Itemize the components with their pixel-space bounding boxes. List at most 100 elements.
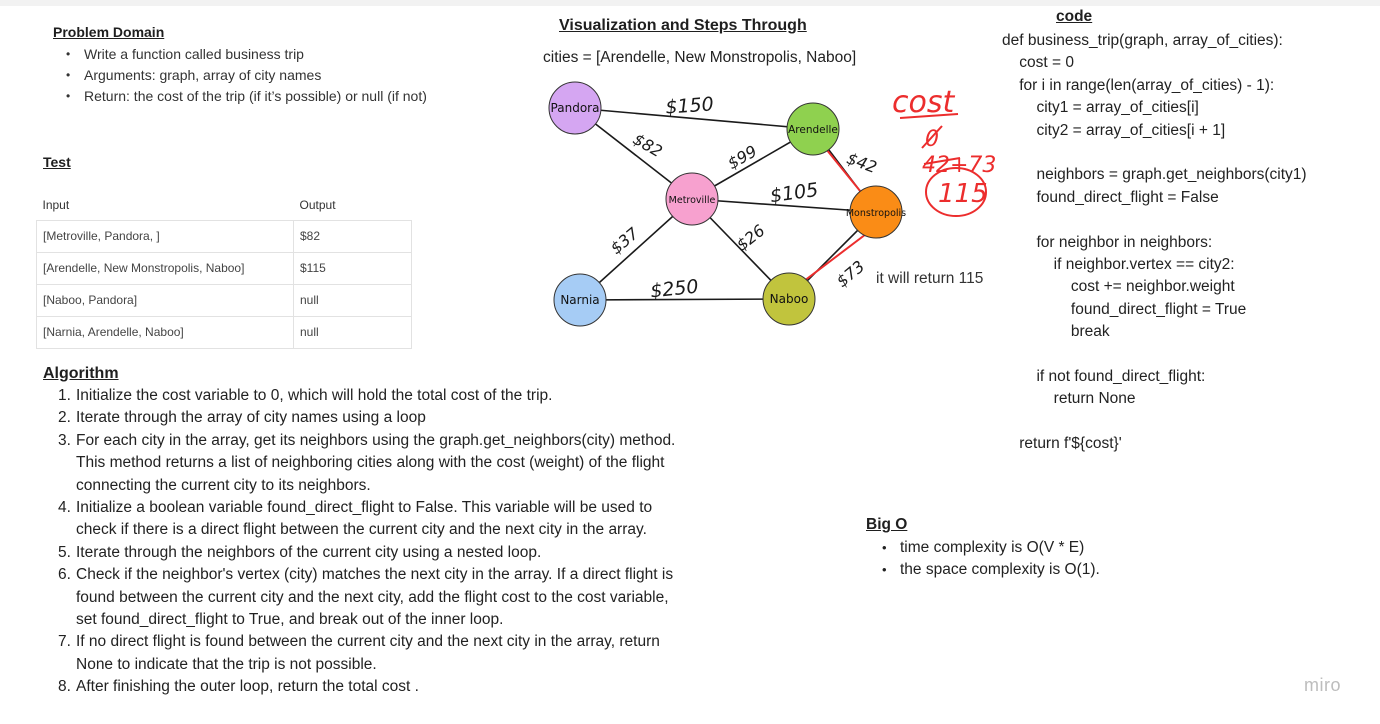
graph-edge-label: $82: [630, 129, 666, 161]
algorithm-steps: 1.Initialize the cost variable to 0, whi…: [58, 385, 678, 699]
graph-node-narnia: Narnia: [553, 273, 607, 327]
test-header-input: Input: [42, 197, 70, 212]
code-line: cost += neighbor.weight: [1002, 278, 1235, 296]
graph-node-circle: [665, 172, 719, 226]
test-table: Input Output [Metroville, Pandora, ] $82…: [36, 190, 412, 349]
code-line: [1002, 209, 1307, 231]
test-output-cell: $115: [293, 251, 412, 285]
problem-domain-item: Return: the cost of the trip (if it’s po…: [66, 86, 436, 107]
test-input-cell: [Metroville, Pandora, ]: [36, 219, 294, 253]
code-line: for i in range(len(array_of_cities) - 1)…: [1002, 76, 1275, 94]
graph-node-label: Monstropolis: [846, 208, 906, 219]
test-output-cell: null: [293, 315, 412, 349]
graph-node-circle: [849, 185, 903, 239]
graph-node-label: Metroville: [669, 195, 716, 206]
miro-logo: miro: [1304, 675, 1341, 695]
code-line: [1002, 343, 1307, 365]
code-block: def business_trip(graph, array_of_cities…: [1002, 30, 1307, 455]
test-title: Test: [43, 154, 71, 170]
table-row: [Narnia, Arendelle, Naboo] null: [36, 315, 412, 349]
algorithm-title: Algorithm: [43, 365, 119, 382]
code-line: found_direct_flight = True: [1002, 300, 1247, 318]
test-output-cell: $82: [293, 219, 412, 253]
city-graph: $150 $82 $99 $42 $105 $37 $26 $250 $73 PandoraAr…: [548, 81, 906, 327]
code-line: city1 = array_of_cities[i]: [1002, 99, 1199, 117]
algorithm-step: 3.For each city in the array, get its ne…: [58, 431, 676, 494]
problem-domain-title: Problem Domain: [53, 24, 165, 40]
annotation-total: 115: [938, 179, 988, 209]
test-output-cell: null: [293, 283, 412, 317]
code-line: if neighbor.vertex == city2:: [1002, 255, 1235, 273]
cities-array-text: cities = [Arendelle, New Monstropolis, N…: [543, 49, 857, 66]
graph-node-circle: [762, 272, 816, 326]
graph-node-pandora: Pandora: [548, 81, 602, 135]
graph-node-arendelle: Arendelle: [786, 102, 840, 156]
algorithm-step: 4.Initialize a boolean variable found_di…: [58, 499, 653, 539]
big-o-title: Big O: [866, 516, 908, 533]
miro-board: Problem Domain Write a function called b…: [0, 6, 1380, 724]
algorithm-step: 8.After finishing the outer loop, return…: [58, 678, 419, 696]
annotation-zero-slash: [921, 125, 943, 149]
graph-edge-label: $99: [724, 141, 760, 173]
graph-edge: [691, 198, 877, 213]
algorithm-step: 6.Check if the neighbor's vertex (city) …: [58, 566, 674, 629]
graph-edge: [579, 298, 790, 301]
test-header-output: Output: [299, 197, 336, 212]
graph-edge-label: $26: [733, 221, 769, 255]
handwritten-cost-annotation: cost 0 42+73 115: [892, 85, 996, 217]
table-row: [Metroville, Pandora, ] $82: [36, 219, 412, 253]
problem-domain-list: Write a function called business trip Ar…: [66, 44, 436, 107]
graph-edge-label: $250: [649, 276, 699, 303]
algorithm-step: 1.Initialize the cost variable to 0, whi…: [58, 387, 553, 404]
annotation-sum: 42+73: [922, 153, 996, 178]
code-line: found_direct_flight = False: [1002, 188, 1219, 206]
code-title: code: [1056, 8, 1093, 25]
graph-node-label: Narnia: [560, 293, 599, 307]
graph-edge-label: $105: [769, 179, 820, 208]
graph-node-metroville: Metroville: [665, 172, 719, 226]
problem-domain-item: Write a function called business trip: [66, 44, 436, 65]
visualization-title: Visualization and Steps Through: [559, 17, 807, 34]
algorithm-step: 7.If no direct flight is found between t…: [58, 633, 660, 673]
algorithm-step: 2.Iterate through the array of city name…: [58, 409, 426, 427]
code-line: cost = 0: [1002, 54, 1074, 72]
annotation-total-circle: [925, 167, 987, 217]
problem-domain-item: Arguments: graph, array of city names: [66, 65, 436, 86]
graph-node-label: Arendelle: [788, 124, 838, 136]
table-row: [Naboo, Pandora] null: [36, 283, 412, 317]
code-line: return f'${cost}': [1002, 435, 1122, 453]
table-row: [Arendelle, New Monstropolis, Naboo] $11…: [36, 251, 412, 285]
graph-edge-label: $150: [665, 93, 715, 118]
big-o-item: the space complexity is O(1).: [882, 559, 1100, 582]
code-line: [1002, 411, 1307, 433]
graph-node-naboo: Naboo: [762, 272, 816, 326]
code-line: neighbors = graph.get_neighbors(city1): [1002, 166, 1307, 184]
graph-edge: [574, 107, 814, 130]
graph-edge-label: $37: [607, 223, 643, 258]
test-input-cell: [Narnia, Arendelle, Naboo]: [36, 315, 294, 349]
graph-node-label: Naboo: [770, 292, 809, 306]
big-o-item: time complexity is O(V * E): [882, 537, 1100, 560]
code-line: city2 = array_of_cities[i + 1]: [1002, 121, 1226, 139]
code-line: for neighbor in neighbors:: [1002, 233, 1213, 251]
test-table-header-row: Input Output: [37, 190, 412, 220]
annotation-sum-strike: [923, 157, 961, 165]
graph-node-circle: [786, 102, 840, 156]
graph-node-circle: [548, 81, 602, 135]
graph-edge-label: $73: [833, 257, 869, 291]
code-line: return None: [1002, 390, 1136, 408]
algorithm-step: 5.Iterate through the neighbors of the c…: [58, 543, 542, 561]
graph-node-monstropolis: Monstropolis: [846, 185, 906, 239]
big-o-list: time complexity is O(V * E) the space co…: [882, 537, 1100, 582]
graph-node-circle: [553, 273, 607, 327]
test-input-cell: [Arendelle, New Monstropolis, Naboo]: [36, 251, 294, 285]
code-line: [1002, 142, 1307, 164]
graph-nodes: PandoraArendelleMetrovilleMonstropolisNa…: [548, 81, 906, 327]
code-line: break: [1002, 323, 1110, 341]
test-input-cell: [Naboo, Pandora]: [36, 283, 294, 317]
graph-edge-label: $42: [844, 149, 879, 177]
code-line: def business_trip(graph, array_of_cities…: [1002, 32, 1283, 49]
graph-node-label: Pandora: [551, 101, 600, 115]
code-line: if not found_direct_flight:: [1002, 367, 1206, 385]
annotation-underline: [899, 113, 959, 119]
